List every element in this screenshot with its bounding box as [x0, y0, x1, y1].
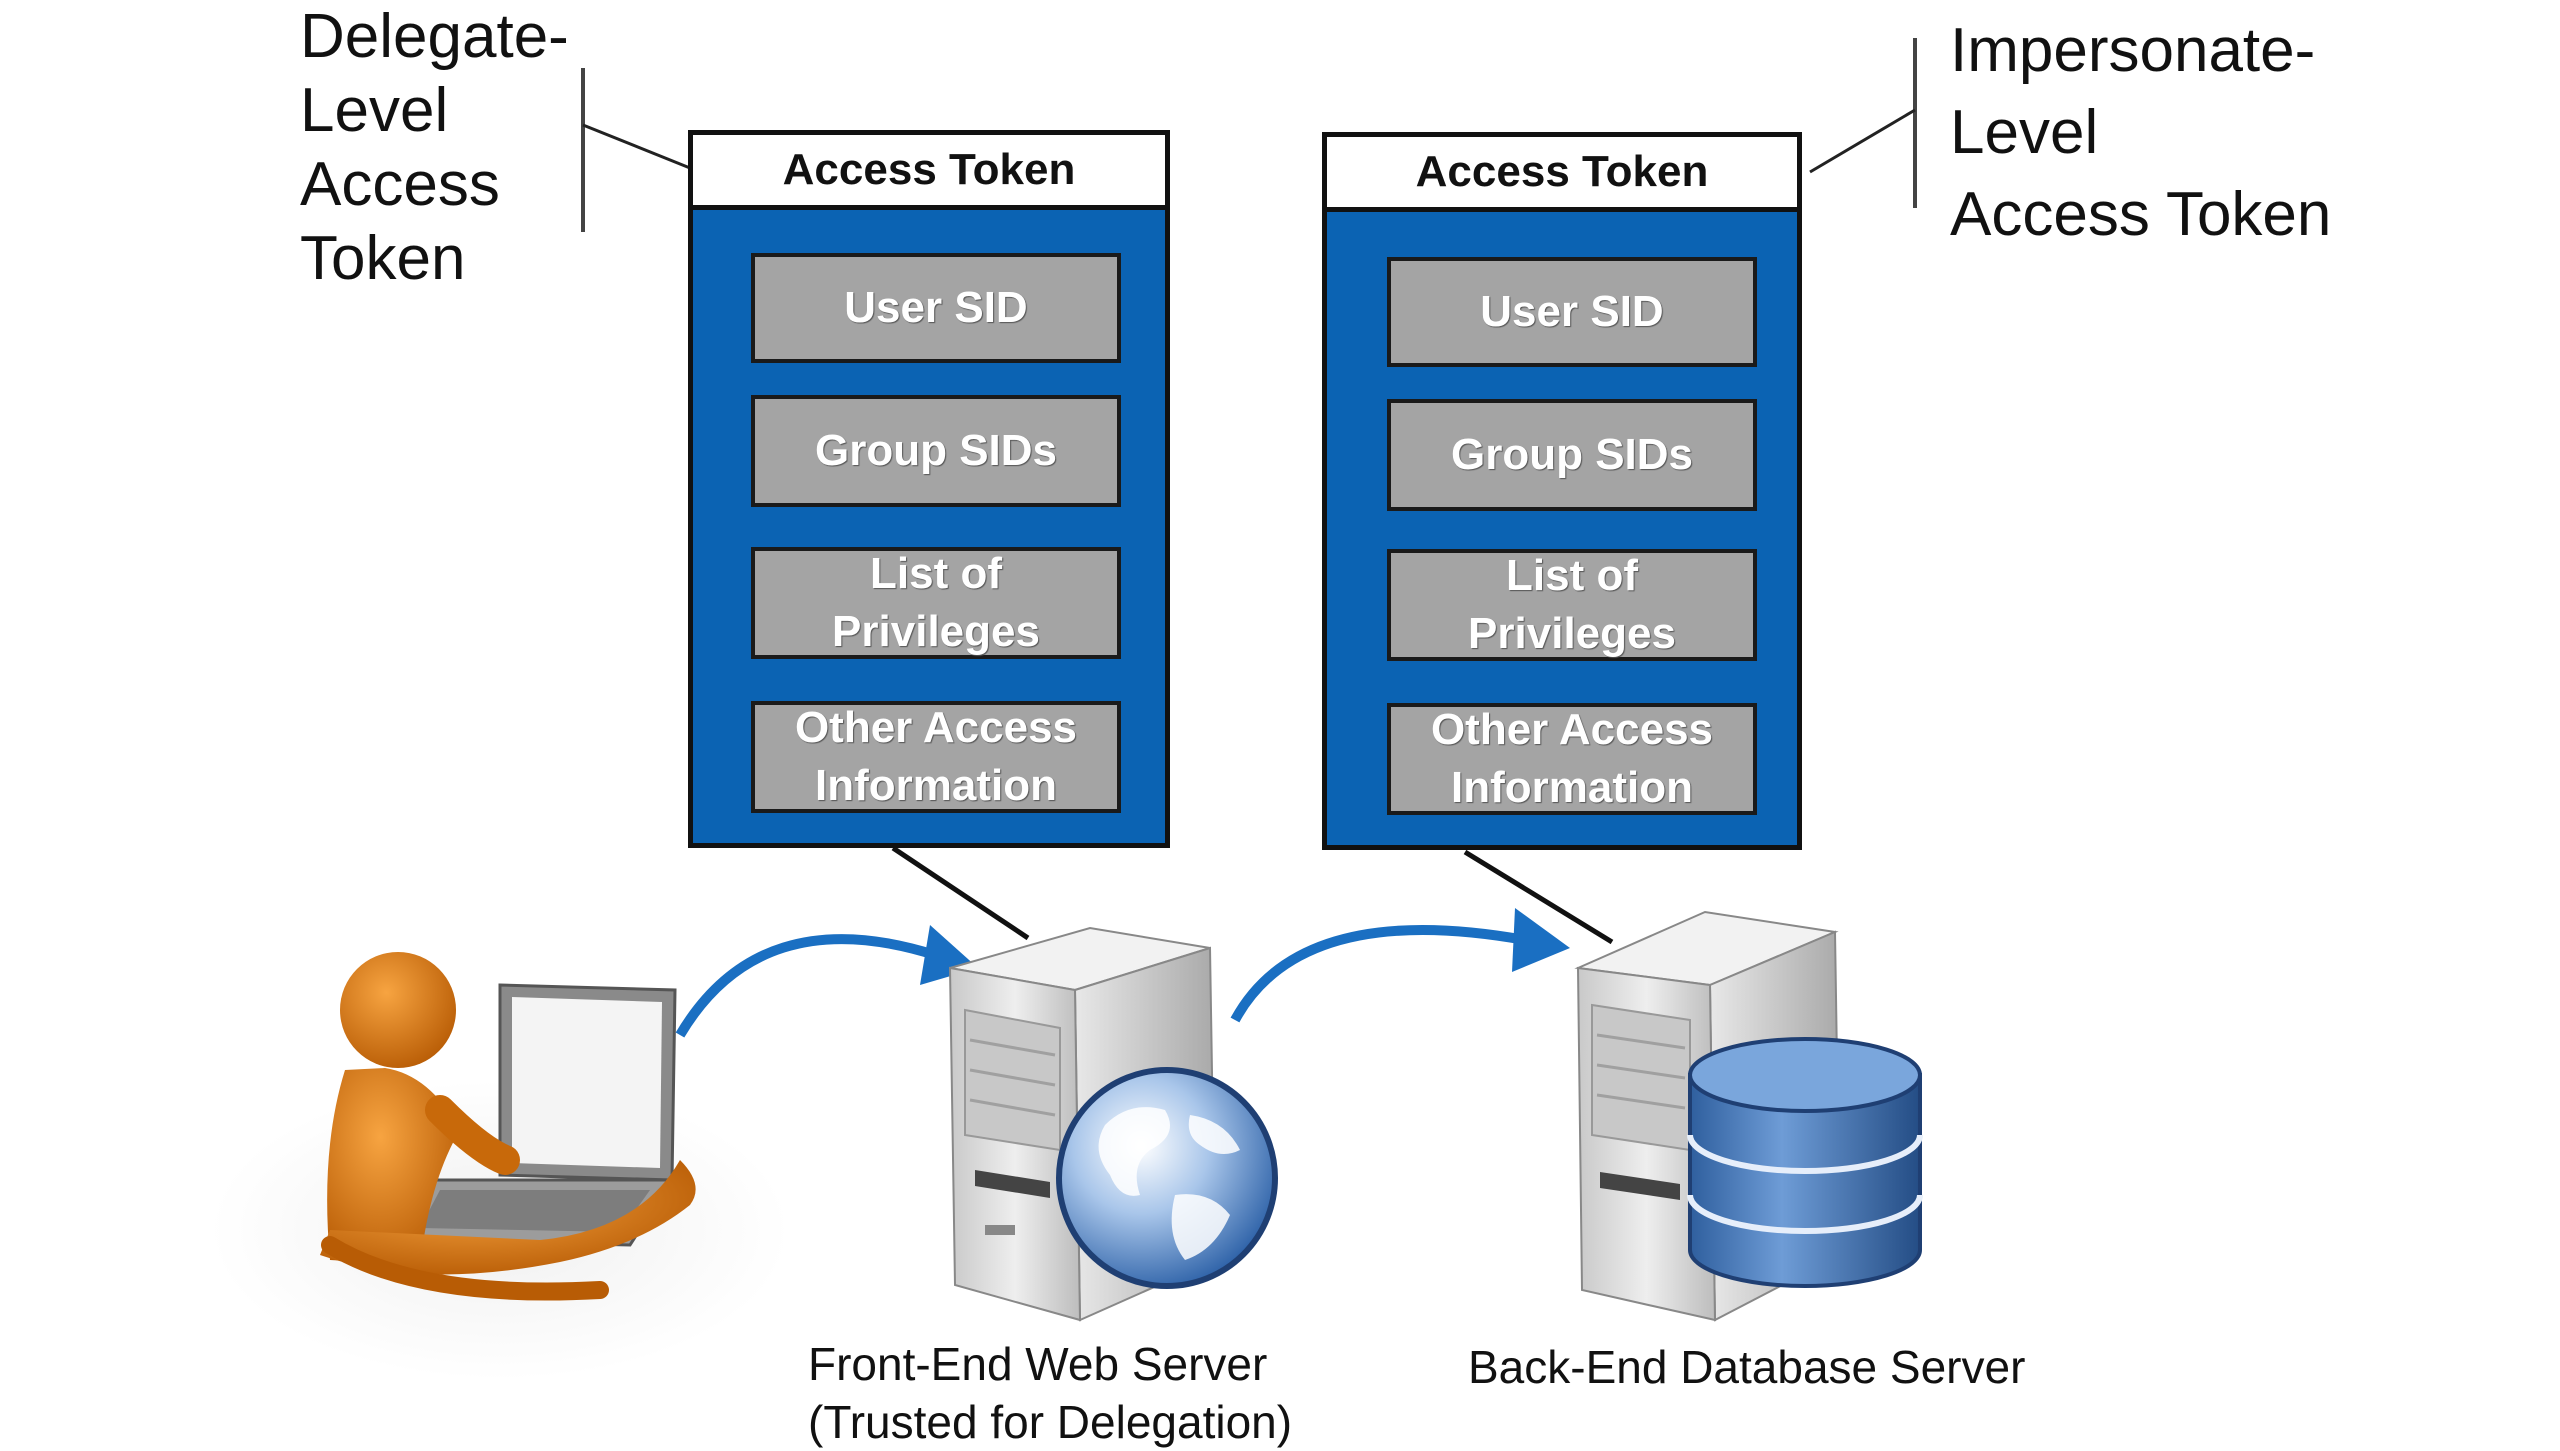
delegate-level-callout: Delegate- Level Access Token: [300, 0, 569, 296]
impersonate-callout-connector: [1809, 38, 1917, 208]
front-end-server-name: Front-End Web Server: [808, 1338, 1268, 1390]
group-sids-field: Group SIDs: [751, 395, 1121, 507]
other-access-info-field: Other Access Information: [1387, 703, 1757, 815]
delegate-access-token: Access Token User SID Group SIDs List of…: [688, 130, 1170, 848]
arrow-front-end-to-back-end: [1230, 908, 1570, 1023]
impersonate-level-callout: Impersonate- Level Access Token: [1950, 10, 2331, 256]
impersonate-callout-line-2: Level: [1950, 98, 2099, 167]
user-sid-field: User SID: [751, 253, 1121, 363]
user-laptop-icon: [210, 952, 790, 1380]
group-sids-field: Group SIDs: [1387, 399, 1757, 511]
database-icon: [1687, 1037, 1923, 1288]
back-end-server-name: Back-End Database Server: [1468, 1341, 2026, 1393]
globe-icon: [1056, 1067, 1278, 1289]
impersonate-callout-line-1: Impersonate-: [1950, 16, 2316, 85]
impersonate-callout-line-3: Access Token: [1950, 180, 2332, 249]
delegate-callout-line-2: Level: [300, 76, 449, 145]
token-title: Access Token: [693, 135, 1165, 210]
token-title: Access Token: [1327, 137, 1797, 212]
other-access-info-field: Other Access Information: [751, 701, 1121, 813]
arrow-user-to-front-end: [675, 925, 978, 1038]
back-token-connector: [1463, 849, 1614, 945]
front-token-connector: [891, 845, 1030, 941]
impersonate-access-token: Access Token User SID Group SIDs List of…: [1322, 132, 1802, 850]
delegate-callout-connector: [581, 68, 691, 232]
front-end-server-label: Front-End Web Server (Trusted for Delega…: [808, 1335, 1292, 1451]
front-end-server-note: (Trusted for Delegation): [808, 1396, 1293, 1448]
delegate-callout-line-4: Token: [300, 224, 466, 293]
privileges-field: List of Privileges: [1387, 549, 1757, 661]
user-sid-field: User SID: [1387, 257, 1757, 367]
back-end-server-label: Back-End Database Server: [1468, 1338, 2025, 1396]
delegate-callout-line-1: Delegate-: [300, 2, 569, 71]
privileges-field: List of Privileges: [751, 547, 1121, 659]
delegate-callout-line-3: Access: [300, 150, 500, 219]
